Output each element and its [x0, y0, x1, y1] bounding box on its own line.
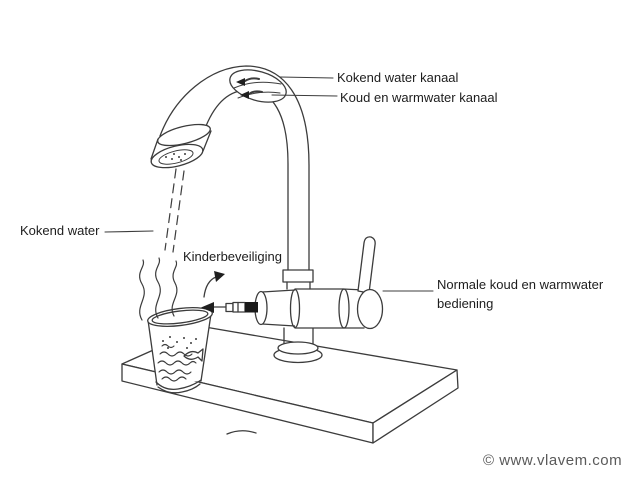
- label-mix-channel: Koud en warmwater kanaal: [340, 90, 498, 105]
- label-normal-control: Normale koud en warmwater bediening: [437, 277, 604, 311]
- faucet-collar: [282, 269, 314, 283]
- label-child-lock: Kinderbeveiliging: [183, 249, 283, 264]
- faucet-body: [254, 236, 384, 330]
- leader-boiling-channel: [279, 76, 334, 79]
- stray-mark: [226, 430, 257, 435]
- pull-arrow-icon: [201, 302, 214, 313]
- leader-lines: [104, 76, 434, 292]
- child-safety-pin: [201, 271, 258, 313]
- cup-fish-motif: [183, 348, 204, 362]
- leader-boiling-water: [104, 230, 154, 233]
- faucet-lever: [357, 236, 376, 294]
- copyright-credit: © www.vlavem.com: [483, 452, 623, 469]
- label-boiling-channel: Kokend water kanaal: [337, 70, 459, 85]
- flow-arrow-mix: [240, 91, 249, 99]
- spout-head: [150, 123, 212, 169]
- rotate-arrow-tail: [203, 276, 217, 298]
- channel-cutaway: [229, 69, 287, 103]
- flow-arrow-boiling: [236, 78, 245, 86]
- leader-mix-channel: [271, 94, 338, 97]
- steam-wisps: [139, 257, 178, 321]
- faucet-base: [273, 327, 323, 364]
- cup-water-squiggles: [157, 343, 197, 382]
- cup-bubbles: [162, 336, 197, 349]
- cup-illustration: [147, 307, 213, 394]
- rotate-arrow-icon: [214, 271, 225, 282]
- water-stream: [164, 168, 185, 253]
- gooseneck-spout: [150, 65, 310, 271]
- label-boiling-water: Kokend water: [20, 223, 100, 238]
